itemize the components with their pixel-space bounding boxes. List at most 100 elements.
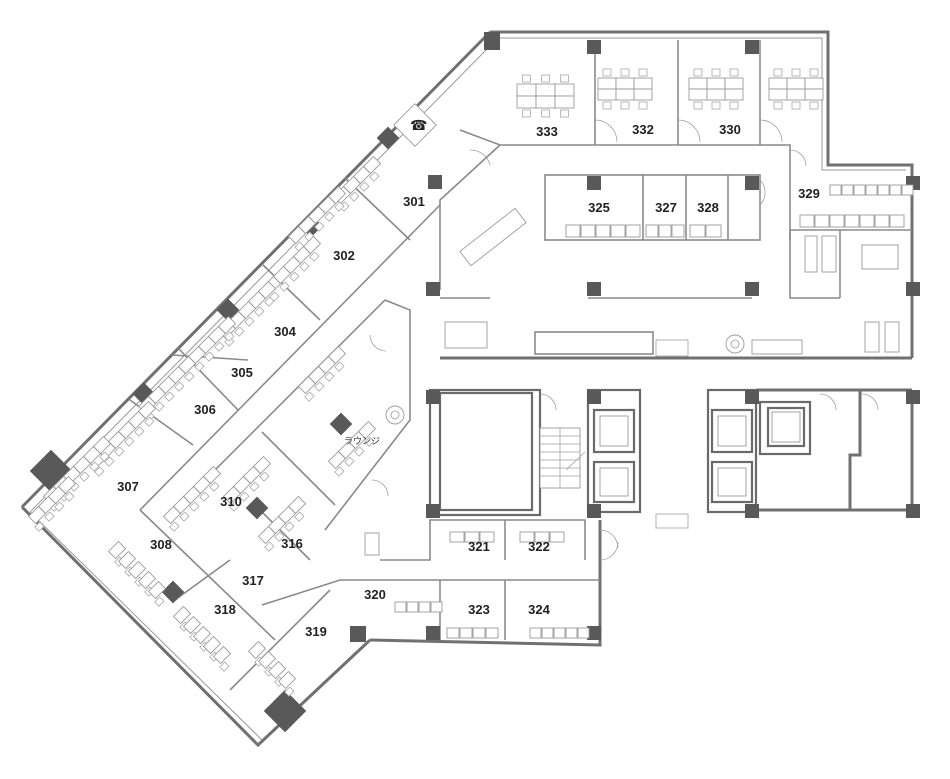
room-label-329: 329	[798, 186, 820, 201]
desk	[595, 224, 611, 238]
desk	[394, 601, 407, 613]
chair	[174, 381, 185, 392]
interior-partitions	[129, 40, 912, 691]
desk	[192, 625, 212, 645]
desk	[449, 531, 465, 543]
desk	[688, 77, 708, 90]
desk	[705, 224, 722, 238]
desk	[689, 224, 706, 238]
desk	[464, 531, 480, 543]
chair	[620, 101, 630, 110]
chair	[199, 491, 210, 502]
chair	[254, 306, 265, 317]
chair	[214, 341, 225, 352]
desk	[472, 627, 486, 639]
desk	[786, 88, 806, 101]
chair	[773, 101, 783, 110]
phone-icon: ☎	[410, 118, 427, 134]
desk	[516, 95, 537, 109]
chair	[314, 221, 325, 232]
desk	[117, 550, 137, 570]
desk	[485, 627, 499, 639]
desk	[444, 321, 488, 349]
chair	[729, 101, 739, 110]
room-label-323: 323	[468, 602, 490, 617]
desk	[277, 670, 297, 690]
chair	[284, 521, 295, 532]
desk	[107, 540, 127, 560]
desk	[534, 531, 550, 543]
chair	[144, 416, 155, 427]
chair	[349, 191, 360, 202]
chair	[773, 68, 783, 77]
desk	[535, 95, 556, 109]
room-label-328: 328	[697, 200, 719, 215]
furniture-layer	[27, 68, 914, 697]
chair	[560, 74, 569, 83]
chair	[294, 511, 305, 522]
room-label-304: 304	[274, 324, 296, 339]
desk	[889, 184, 902, 196]
chair	[354, 446, 365, 457]
chair	[711, 68, 721, 77]
desk	[804, 235, 818, 273]
desk	[430, 601, 443, 613]
chair	[620, 68, 630, 77]
chair	[359, 181, 370, 192]
desk	[829, 214, 845, 228]
staircase	[539, 427, 586, 489]
desk	[768, 77, 788, 90]
room-label-332: 332	[632, 122, 654, 137]
chair	[54, 501, 65, 512]
desk	[406, 601, 419, 613]
desk	[864, 321, 880, 353]
chair	[334, 201, 345, 212]
desk	[127, 560, 147, 580]
doors	[369, 119, 879, 561]
desk	[804, 88, 824, 101]
chair	[369, 171, 380, 182]
chair	[324, 211, 335, 222]
desk	[768, 88, 788, 101]
chair	[244, 316, 255, 327]
chair	[89, 461, 100, 472]
desk	[610, 224, 626, 238]
chair	[314, 381, 325, 392]
chair	[34, 521, 45, 532]
room-label-327: 327	[655, 200, 677, 215]
chair	[638, 101, 648, 110]
chair	[114, 446, 125, 457]
chair	[164, 391, 175, 402]
chair	[154, 596, 165, 607]
elevator-shafts	[599, 411, 801, 497]
desk	[459, 207, 527, 267]
chair	[169, 521, 180, 532]
exterior-walls	[20, 30, 914, 748]
desk	[577, 627, 590, 639]
desk	[182, 615, 202, 635]
desk	[267, 660, 287, 680]
chair	[179, 511, 190, 522]
room-label-302: 302	[333, 248, 355, 263]
desk	[479, 531, 495, 543]
desk	[633, 88, 653, 101]
desk	[633, 77, 653, 90]
chair	[809, 68, 819, 77]
desk	[327, 345, 347, 365]
desk	[615, 88, 635, 101]
desk	[147, 580, 167, 600]
room-label-301: 301	[403, 194, 425, 209]
desk	[645, 224, 659, 238]
chair	[104, 456, 115, 467]
desk	[799, 214, 815, 228]
chair	[279, 281, 290, 292]
chair	[194, 361, 205, 372]
chair	[264, 541, 275, 552]
desk	[853, 184, 866, 196]
desk	[459, 627, 473, 639]
chair	[344, 456, 355, 467]
room-label-310: 310	[220, 494, 242, 509]
chair	[209, 481, 220, 492]
desk	[172, 605, 192, 625]
desk	[162, 505, 182, 525]
